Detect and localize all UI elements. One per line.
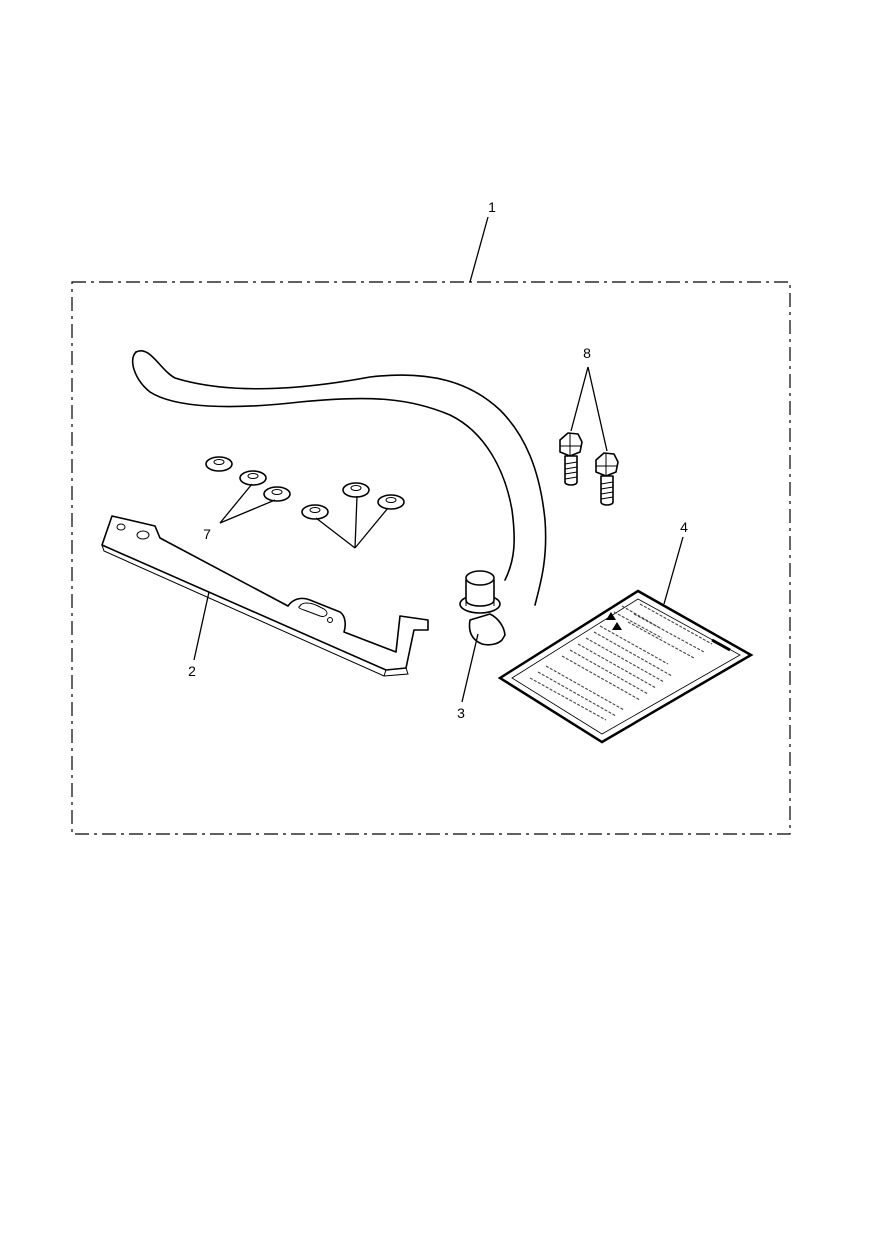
instruction-text-lines [529, 603, 713, 721]
connector-plug [459, 570, 506, 646]
callout-3-label: 3 [457, 705, 465, 721]
callout-2: 2 [188, 591, 210, 679]
washers [205, 456, 405, 520]
washer-6 [301, 504, 329, 520]
washer-2 [239, 470, 267, 486]
callout-1: 1 [469, 199, 496, 283]
washer-5 [377, 494, 405, 510]
kit-boundary-frame [71, 281, 791, 835]
callout-3: 3 [457, 633, 479, 721]
bolts [559, 432, 619, 506]
washer-4 [342, 482, 370, 498]
mounting-bracket [101, 515, 429, 677]
callout-8-label: 8 [583, 345, 591, 361]
callout-4: 4 [663, 519, 688, 605]
logo-mark [711, 638, 731, 652]
bolt-1 [559, 432, 583, 486]
bolt-2 [595, 452, 619, 506]
warning-icon [612, 622, 622, 630]
callout-2-label: 2 [188, 663, 196, 679]
washer-1 [205, 456, 233, 472]
instruction-sheet [497, 589, 754, 744]
warning-icon [606, 612, 616, 620]
callout-7-label: 7 [203, 526, 211, 542]
callout-7: 7 [203, 483, 389, 549]
callout-4-label: 4 [680, 519, 688, 535]
washer-3 [263, 486, 291, 502]
callout-1-label: 1 [488, 199, 496, 215]
callout-8: 8 [570, 345, 608, 452]
wiring-harness [131, 350, 547, 606]
